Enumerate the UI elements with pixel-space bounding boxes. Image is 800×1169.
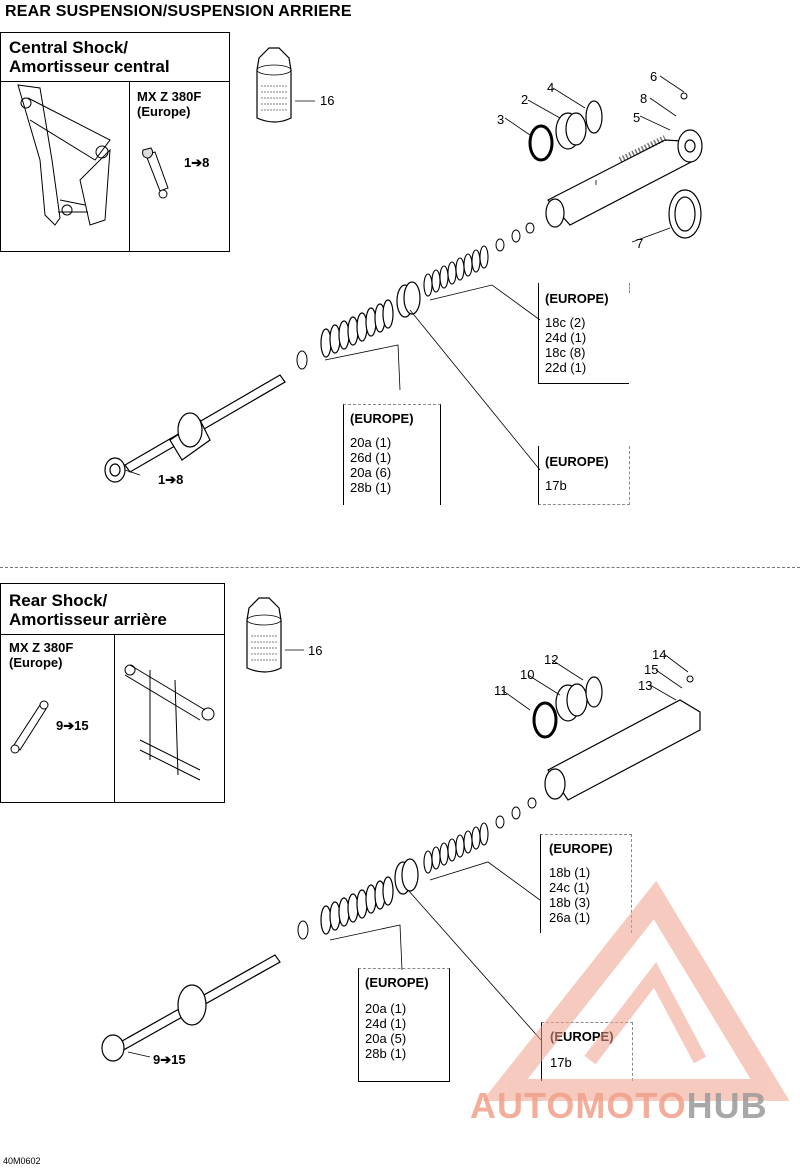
- top-inner-divider: [129, 81, 130, 251]
- watermark-text-hub: HUB: [686, 1085, 768, 1126]
- top-euro-a-line-4: 22d (1): [545, 360, 587, 375]
- callout-7: 7: [636, 236, 644, 251]
- bottom-euro-a-line-3: 18b (3): [549, 895, 591, 910]
- bottom-inner-divider: [114, 634, 115, 802]
- bottom-euro-c-line-1: 17b: [550, 1055, 572, 1070]
- top-can-label: 16: [320, 93, 335, 108]
- top-range-small: 1➔8: [184, 155, 210, 170]
- bottom-header-box: Rear Shock/ Amortisseur arrière MX Z 380…: [0, 583, 225, 803]
- callout-6: 6: [650, 69, 658, 84]
- bottom-valve-stack-b: [297, 876, 394, 940]
- bottom-euro-b-line-2: 24d (1): [365, 1016, 407, 1031]
- top-model-line2: (Europe): [137, 104, 191, 119]
- top-range-main: 1➔8: [158, 472, 184, 487]
- top-euro-box-c: (EUROPE) 17b: [538, 446, 630, 505]
- bottom-euro-a-line-1: 18b (1): [549, 865, 591, 880]
- top-valve-stack-a: [423, 222, 535, 297]
- top-euro-a-line-1: 18c (2): [545, 315, 586, 330]
- callout-5: 5: [633, 110, 641, 125]
- top-euro-b-line-3: 20a (6): [350, 465, 392, 480]
- bottom-header-divider: [1, 634, 224, 635]
- bottom-euro-a-line-4: 26a (1): [549, 910, 591, 925]
- top-euro-box-b: (EUROPE) 20a (1) 26d (1) 20a (6) 28b (1): [343, 404, 441, 505]
- top-shock-body: [545, 129, 703, 228]
- callout-8: 8: [640, 91, 648, 106]
- bottom-can-label: 16: [308, 643, 323, 658]
- bottom-euro-b-line-4: 28b (1): [365, 1046, 407, 1061]
- top-euro-b-line-1: 20a (1): [350, 435, 392, 450]
- watermark-text-main: AUTOMOTO: [470, 1085, 687, 1126]
- callout-3: 3: [497, 112, 505, 127]
- callout-2: 2: [521, 92, 529, 107]
- top-valve-stack-b: [296, 299, 394, 370]
- top-model-line1: MX Z 380F: [137, 89, 202, 104]
- bottom-range-main: 9➔15: [153, 1052, 186, 1067]
- bottom-euro-box-a: (EUROPE) 18b (1) 24c (1) 18b (3) 26a (1): [540, 834, 632, 933]
- top-euro-a-title: (EUROPE): [545, 291, 609, 306]
- bottom-range-small: 9➔15: [56, 718, 89, 733]
- bottom-euro-b-title: (EUROPE): [365, 975, 429, 990]
- top-euro-c-line-1: 17b: [545, 478, 567, 493]
- callout-14: 14: [652, 647, 667, 662]
- page-title: REAR SUSPENSION/SUSPENSION ARRIERE: [5, 3, 352, 20]
- top-euro-c-title: (EUROPE): [545, 454, 609, 469]
- bottom-euro-a-title: (EUROPE): [549, 841, 613, 856]
- top-piston: [396, 281, 421, 318]
- top-oil-can: [256, 47, 292, 123]
- top-seal-group: [528, 100, 603, 162]
- bottom-shock-body: [544, 699, 701, 801]
- bottom-valve-stack-a: [423, 797, 537, 874]
- top-shock-thumbnail: [142, 147, 169, 199]
- top-header-line2: Amortisseur central: [9, 57, 170, 76]
- callout-4: 4: [547, 80, 555, 95]
- top-frame-sketch: [17, 84, 111, 226]
- top-header-line1: Central Shock/: [9, 38, 129, 57]
- bottom-header-line2: Amortisseur arrière: [9, 610, 167, 629]
- bottom-euro-b-line-3: 20a (5): [365, 1031, 407, 1046]
- bottom-seal-group: [532, 676, 603, 739]
- automotohub-logo-graphic: [482, 880, 790, 1101]
- top-adjuster-ring: [668, 189, 702, 239]
- bottom-header-line1: Rear Shock/: [9, 591, 108, 610]
- top-header-divider: [1, 81, 229, 82]
- callout-10: 10: [520, 667, 535, 682]
- bottom-euro-b-line-1: 20a (1): [365, 1001, 407, 1016]
- top-header-box: Central Shock/ Amortisseur central MX Z …: [0, 32, 230, 252]
- bottom-rod-assembly: [101, 954, 281, 1062]
- section-separator: [0, 567, 800, 568]
- callout-15: 15: [644, 662, 659, 677]
- bottom-model-line2: (Europe): [9, 655, 63, 670]
- bottom-piston: [394, 858, 419, 895]
- bottom-oil-can: [246, 597, 282, 673]
- bottom-model-line1: MX Z 380F: [9, 640, 74, 655]
- callout-12: 12: [544, 652, 559, 667]
- callout-13: 13: [638, 678, 653, 693]
- bottom-frame-sketch: [124, 664, 215, 781]
- bottom-shock-thumbnail: [10, 700, 49, 754]
- top-euro-a-line-2: 24d (1): [545, 330, 587, 345]
- top-euro-b-line-4: 28b (1): [350, 480, 392, 495]
- top-leader-lines: [124, 75, 685, 476]
- top-euro-b-title: (EUROPE): [350, 411, 414, 426]
- bottom-euro-a-line-2: 24c (1): [549, 880, 590, 895]
- top-euro-a-line-3: 18c (8): [545, 345, 586, 360]
- bottom-euro-box-b: (EUROPE) 20a (1) 24d (1) 20a (5) 28b (1): [358, 968, 450, 1082]
- figure-code: 40M0602: [3, 1156, 41, 1166]
- top-euro-box-a: (EUROPE) 18c (2) 24d (1) 18c (8) 22d (1): [538, 283, 630, 384]
- top-rod-assembly: [104, 374, 286, 483]
- automotohub-watermark: AUTOMOTOHUB: [470, 1085, 768, 1127]
- top-euro-b-line-2: 26d (1): [350, 450, 392, 465]
- bottom-leader-lines: [127, 653, 689, 1058]
- callout-11: 11: [494, 683, 508, 698]
